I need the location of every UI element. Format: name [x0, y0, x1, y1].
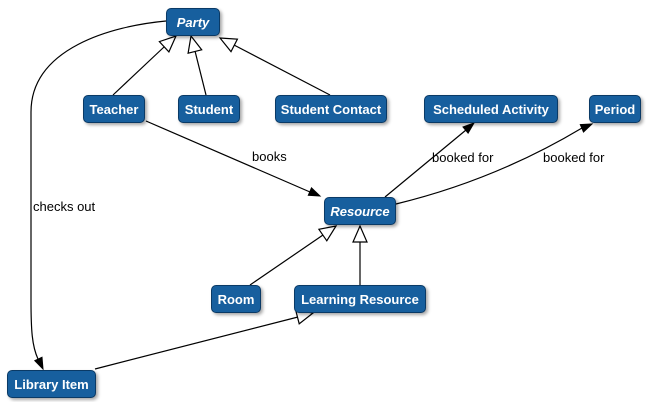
edge-line — [145, 120, 311, 193]
edge-generalization-room-resource — [249, 225, 338, 286]
edge-label-booked-for-activity: booked for — [432, 150, 494, 165]
edge-line — [384, 129, 467, 198]
node-party-label: Party — [176, 14, 210, 30]
edge-generalization-student-party — [187, 34, 207, 96]
hollow-triangle-icon — [352, 224, 368, 243]
edge-association-books — [145, 120, 322, 197]
edge-association-booked-for-scheduled-activity — [384, 122, 476, 198]
node-student: Student — [178, 95, 240, 123]
edge-association-booked-for-period — [395, 123, 594, 205]
edge-line — [30, 20, 167, 360]
node-party: Party — [166, 8, 220, 36]
arrowhead-icon — [462, 122, 476, 134]
node-period-label: Period — [594, 101, 636, 117]
edge-line — [249, 234, 324, 286]
edge-label-books: books — [252, 149, 287, 164]
node-resource-label: Resource — [330, 203, 390, 219]
edge-line — [112, 46, 165, 96]
hollow-triangle-icon — [158, 34, 178, 53]
node-learning-resource: Learning Resource — [294, 285, 426, 313]
node-library-item-label: Library Item — [14, 376, 89, 392]
edge-generalization-learning-resource-resource — [352, 224, 368, 285]
node-student-label: Student — [184, 101, 234, 117]
node-teacher-label: Teacher — [89, 101, 139, 117]
node-room: Room — [211, 285, 261, 313]
edge-label-checks-out: checks out — [33, 199, 96, 214]
edge-generalization-teacher-party — [112, 34, 178, 96]
node-scheduled-activity: Scheduled Activity — [424, 95, 558, 123]
node-library-item: Library Item — [7, 370, 96, 398]
edge-label-booked-for-period: booked for — [543, 150, 605, 165]
hollow-triangle-icon — [317, 225, 338, 242]
edge-association-checks-out — [30, 20, 167, 371]
node-resource: Resource — [324, 197, 396, 225]
node-room-label: Room — [217, 291, 255, 307]
arrowhead-icon — [307, 187, 322, 197]
node-student-contact-label: Student Contact — [280, 101, 382, 117]
edge-generalization-library-item-learning-resource — [94, 309, 315, 370]
node-teacher: Teacher — [83, 95, 145, 123]
node-learning-resource-label: Learning Resource — [301, 291, 419, 307]
node-scheduled-activity-label: Scheduled Activity — [433, 101, 549, 117]
edge-line — [94, 316, 299, 370]
edge-line — [233, 44, 331, 96]
arrowhead-icon — [33, 356, 44, 371]
arrowhead-icon — [579, 123, 594, 133]
edge-line — [395, 127, 583, 205]
edge-line — [194, 50, 207, 96]
node-period: Period — [589, 95, 641, 123]
edge-generalization-student-contact-party — [218, 37, 331, 96]
hollow-triangle-icon — [187, 34, 203, 55]
hollow-triangle-icon — [218, 37, 239, 53]
node-student-contact: Student Contact — [275, 95, 387, 123]
